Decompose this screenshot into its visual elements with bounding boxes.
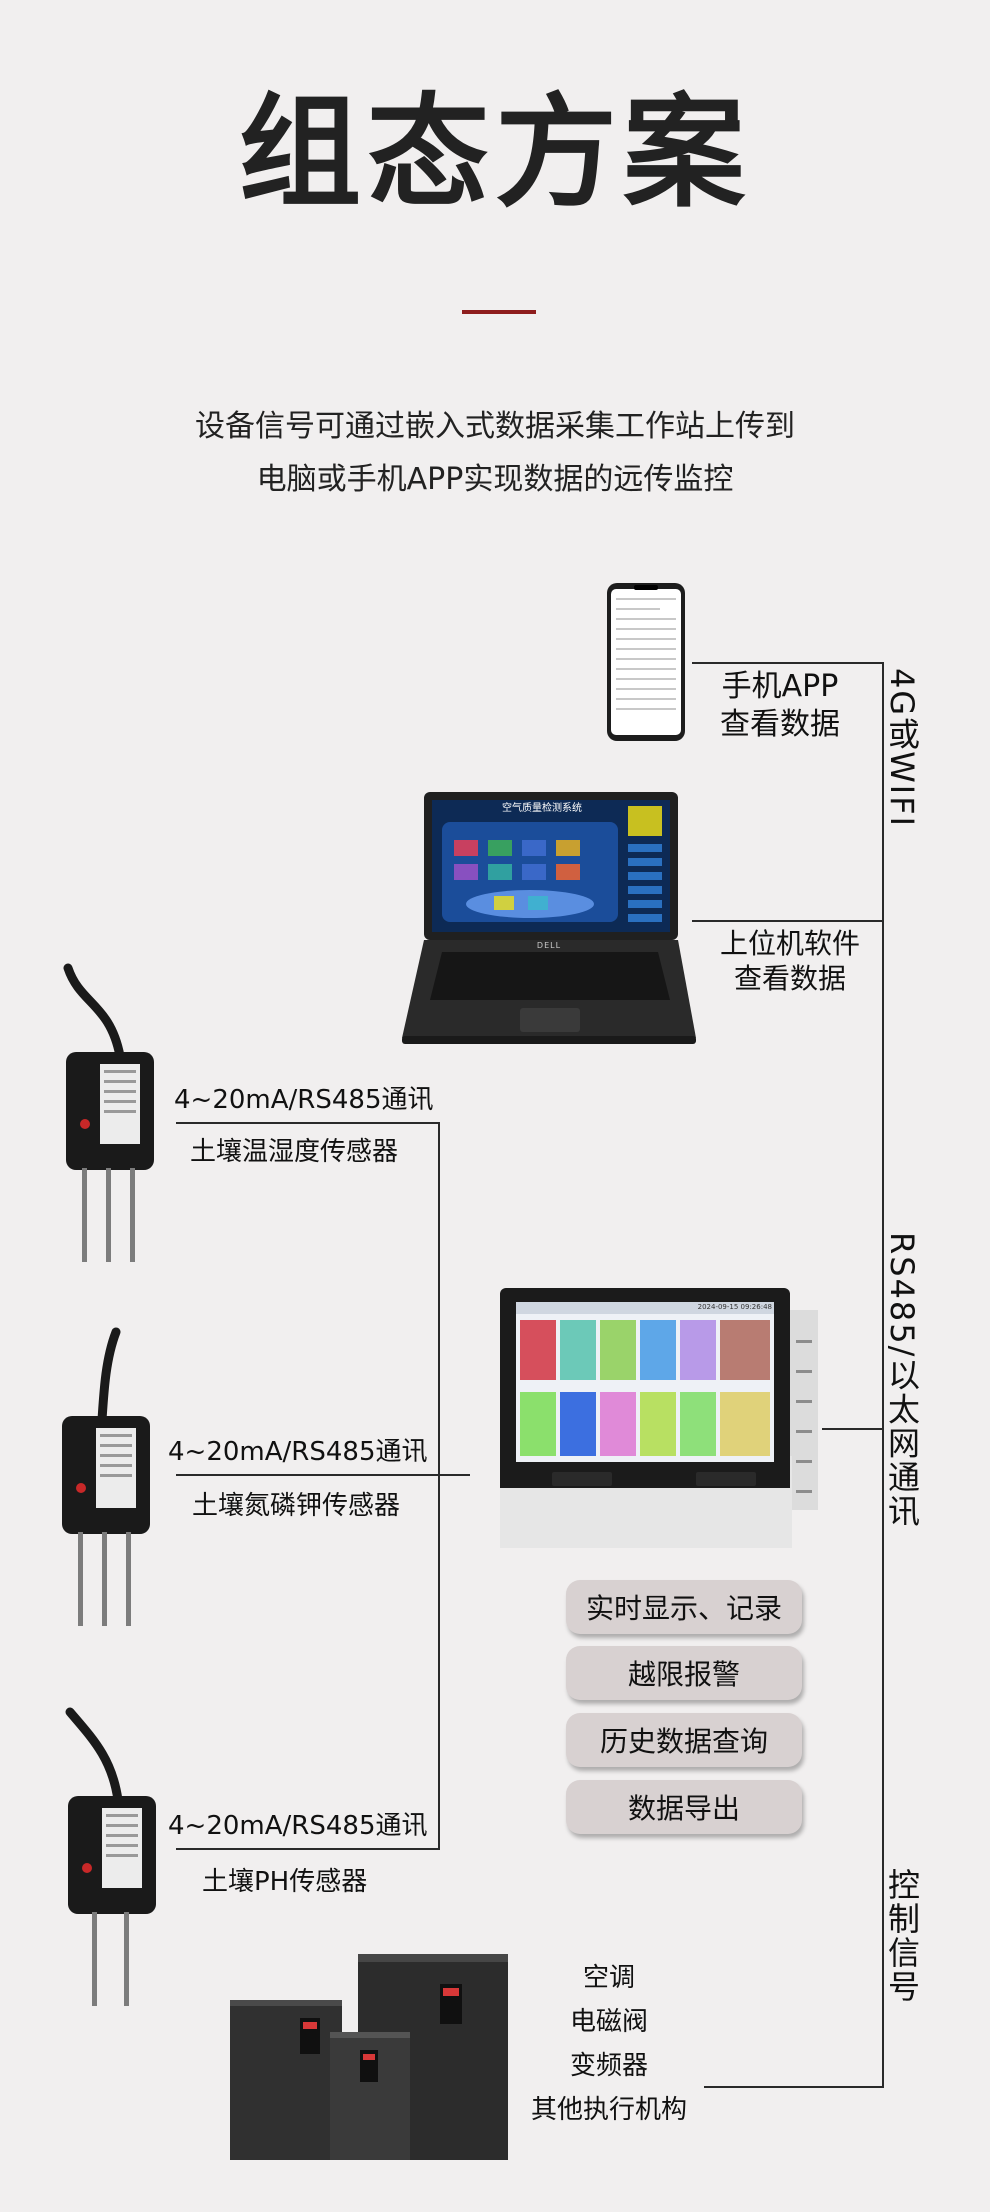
laptop-brand-logo: DELL (536, 941, 562, 950)
channel-label-wired: RS485/以太网通讯 (883, 1232, 921, 1529)
feature-realtime-display: 实时显示、记录 (566, 1580, 802, 1634)
channel-label-control: 控制信号 (883, 1868, 921, 2004)
actuator-solenoid-valve: 电磁阀 (569, 2007, 648, 2037)
inverter-devices-image (230, 1954, 508, 2160)
actuator-inverter: 变频器 (569, 2051, 648, 2081)
sensor-2-signal: 4~20mA/RS485通讯 (168, 1437, 428, 1467)
channel-label-wireless: 4G或WIFI (883, 668, 921, 829)
title-divider (462, 310, 536, 314)
laptop-screen-title: 空气质量检测系统 (502, 803, 582, 814)
subtitle-line-2: 电脑或手机APP实现数据的远传监控 (256, 462, 734, 497)
recorder-timestamp: 2024-09-15 09:26:48 (697, 1303, 772, 1311)
feature-history-query: 历史数据查询 (566, 1713, 802, 1767)
sensor-1-signal: 4~20mA/RS485通讯 (174, 1085, 434, 1115)
actuator-other: 其他执行机构 (530, 2095, 687, 2125)
sensor-3-signal: 4~20mA/RS485通讯 (168, 1811, 428, 1841)
sensor-3-name: 土壤PH传感器 (202, 1867, 368, 1897)
subtitle-line-1: 设备信号可通过嵌入式数据采集工作站上传到 (195, 409, 795, 444)
data-recorder-image: 2024-09-15 09:26:48 (496, 1280, 826, 1550)
soil-moisture-sensor-image (63, 963, 154, 1262)
feature-data-export: 数据导出 (566, 1780, 802, 1834)
actuator-list: 空调 电磁阀 变频器 其他执行机构 (500, 1956, 718, 2132)
smartphone-image (607, 583, 685, 741)
soil-npk-sensor-image (62, 1327, 150, 1626)
actuator-air-conditioner: 空调 (582, 1963, 635, 1993)
laptop-image: 空气质量检测系统 DELL (402, 792, 696, 1044)
sensor-2-name: 土壤氮磷钾传感器 (192, 1491, 401, 1521)
soil-ph-sensor-image (65, 1707, 156, 2006)
feature-limit-alarm: 越限报警 (566, 1646, 802, 1700)
page-title: 组态方案 (239, 82, 751, 224)
sensor-1-name: 土壤温湿度传感器 (190, 1137, 399, 1167)
pc-software-label: 上位机软件 查看数据 (719, 927, 860, 995)
phone-app-label: 手机APP 查看数据 (720, 669, 840, 742)
